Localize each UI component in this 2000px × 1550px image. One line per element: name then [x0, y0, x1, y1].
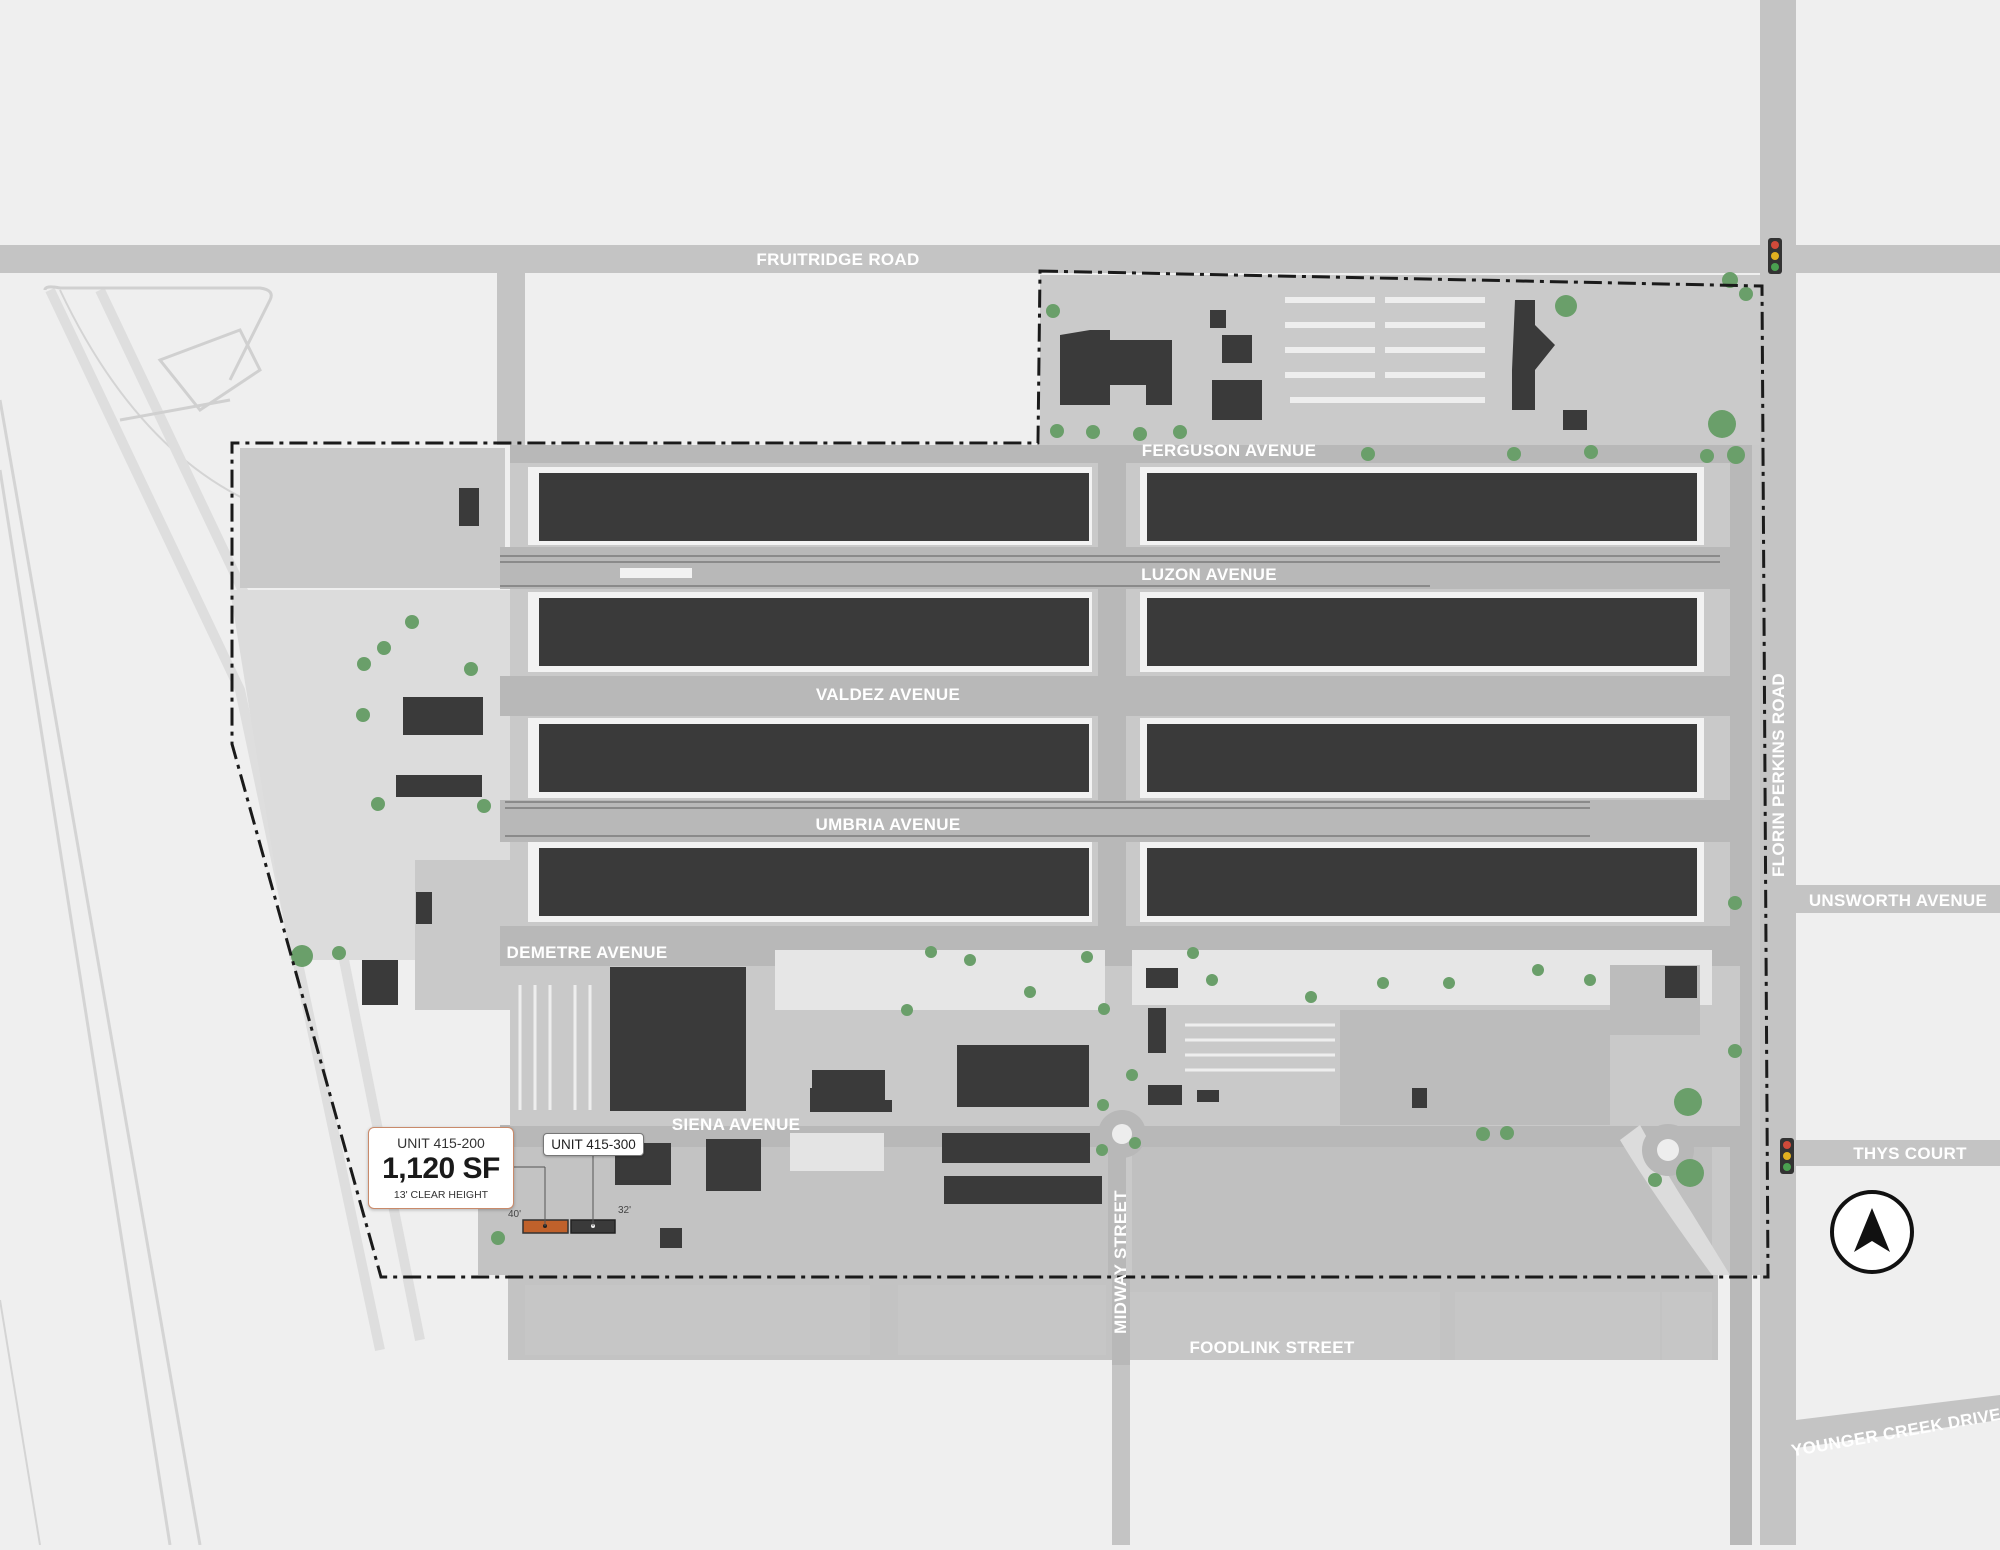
dimension-right: 32' — [618, 1205, 632, 1216]
northern-block — [1040, 275, 1760, 445]
unit-label: UNIT 415-200 — [397, 1135, 485, 1151]
building-a2 — [1147, 473, 1697, 541]
road-label-thys: THYS COURT — [1853, 1144, 1967, 1163]
road-label-valdez: VALDEZ AVENUE — [816, 685, 960, 704]
traffic-light-icon — [1768, 238, 1782, 274]
road-label-ferguson: FERGUSON AVENUE — [1142, 441, 1317, 460]
unit-area: 1,120 SF — [382, 1152, 500, 1185]
road-label-luzon: LUZON AVENUE — [1141, 565, 1277, 584]
road-label-fruitridge: FRUITRIDGE ROAD — [756, 250, 919, 269]
building-d2 — [1147, 848, 1697, 916]
foodlink-lots — [525, 1285, 1712, 1360]
unsworth-avenue — [1796, 885, 2000, 913]
road-label-umbria: UMBRIA AVENUE — [816, 815, 961, 834]
south-lots — [478, 1125, 1730, 1275]
railway-tracks — [0, 289, 301, 1546]
site-boundary — [230, 269, 1770, 1279]
road-label-florin-perkins: FLORIN PERKINS ROAD — [1769, 673, 1788, 877]
thys-court — [1796, 1140, 2000, 1166]
west-parcels — [362, 488, 483, 1005]
building-c2 — [1147, 724, 1697, 792]
road-label-unsworth: UNSWORTH AVENUE — [1809, 891, 1987, 910]
road-label-foodlink: FOODLINK STREET — [1189, 1338, 1354, 1357]
road-label-siena: SIENA AVENUE — [672, 1115, 801, 1134]
building-d1 — [539, 848, 1089, 916]
road-label-midway: MIDWAY STREET — [1111, 1190, 1130, 1334]
warehouse-buildings — [539, 473, 1697, 916]
road-label-demetre: DEMETRE AVENUE — [507, 943, 668, 962]
unit-415-300-callout[interactable]: UNIT 415-300 — [543, 1133, 644, 1156]
unit-415-200-callout[interactable]: UNIT 415-200 1,120 SF 13' CLEAR HEIGHT — [368, 1127, 514, 1209]
building-b1 — [539, 598, 1089, 666]
building-a1 — [539, 473, 1089, 541]
site-rail-lines — [500, 555, 1720, 837]
traffic-light-icon — [1780, 1138, 1794, 1174]
access-road-left — [497, 265, 525, 445]
unit-clear-height: 13' CLEAR HEIGHT — [393, 1189, 489, 1201]
building-c1 — [539, 724, 1089, 792]
younger-creek-drive — [1796, 1395, 2000, 1448]
dimension-left: 40' — [508, 1209, 522, 1220]
north-arrow-icon — [1830, 1190, 1914, 1274]
southern-complex — [510, 950, 1740, 1126]
building-b2 — [1147, 598, 1697, 666]
fruitridge-road — [0, 245, 2000, 273]
